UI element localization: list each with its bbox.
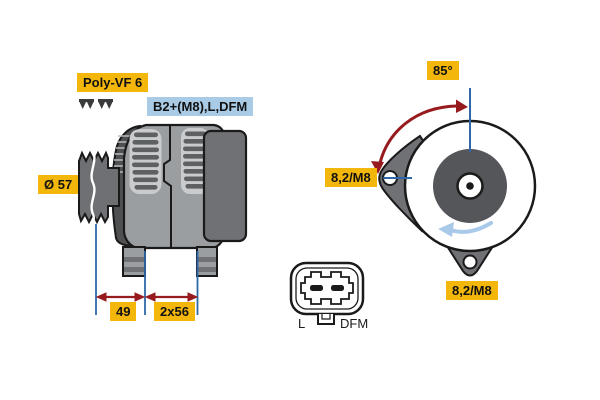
connector-detail-drawing: [289, 261, 365, 325]
pulley: [78, 150, 120, 225]
connector-pin-slot-l: [310, 285, 323, 291]
dimension-49-label: 49: [110, 302, 137, 321]
dimension-extension-lines: [95, 224, 199, 315]
mounting-foot-left: [122, 246, 146, 277]
mount-hole-bottom: [462, 254, 478, 270]
angle-arrow-icon: [371, 99, 468, 174]
connector-pin-slot-dfm: [331, 285, 344, 291]
shaft-center-dot: [466, 182, 474, 190]
connector-keyway: [300, 271, 354, 305]
belt-profile-icon: [79, 99, 113, 109]
mount-hole-left-label: 8,2/M8: [325, 168, 377, 187]
connector-inner-shell: [295, 267, 359, 310]
rear-cover: [202, 129, 248, 243]
connector-lock-tab-notch: [321, 314, 331, 320]
reference-lines: [383, 88, 471, 179]
side-view-drawing: [78, 99, 248, 315]
mounting-foot-right: [196, 246, 218, 277]
dimension-arrows: [95, 292, 199, 302]
belt-type-label: Poly-VF 6: [77, 73, 149, 92]
pulley-diameter-label: Ø 57: [38, 175, 79, 194]
terminal-label: B2+(M8),L,DFM: [147, 97, 254, 116]
dimension-2x56-label: 2x56: [154, 302, 195, 321]
swing-angle-label: 85°: [427, 61, 459, 80]
connector-pin-l-label: L: [298, 316, 306, 331]
break-line: [90, 150, 96, 225]
connector-pin-dfm-label: DFM: [340, 316, 369, 331]
rear-view-drawing: [371, 88, 537, 277]
vent-slots-rear: [181, 128, 209, 194]
vent-slots-front: [129, 129, 162, 194]
rotation-arrow-icon: [438, 221, 493, 237]
housing-parting-line: [163, 125, 172, 247]
mount-hole-bottom-label: 8,2/M8: [446, 281, 498, 300]
